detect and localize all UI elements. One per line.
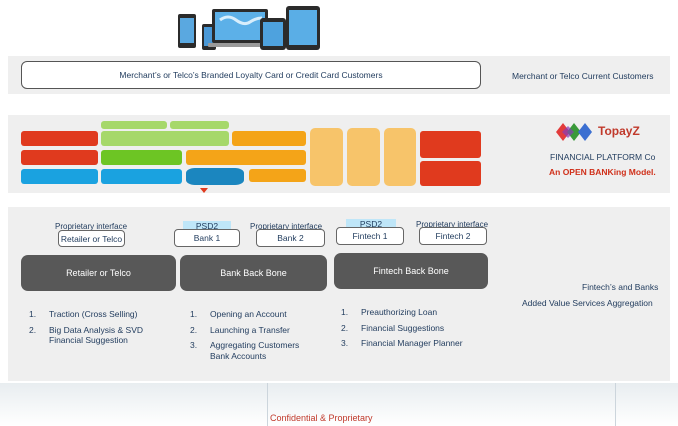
branded-card-customers-box: Merchant’s or Telco’s Branded Loyalty Ca… xyxy=(21,61,481,89)
bank2-interface-tag: Proprietary interface xyxy=(250,222,323,231)
list-item: 2.Financial Suggestions xyxy=(341,322,445,333)
bank-services-list: 1.Opening an Account 2.Launching a Trans… xyxy=(190,309,330,366)
platform-block-red-right-2 xyxy=(420,161,481,186)
platform-block-peach-1 xyxy=(310,128,343,186)
platform-subtitle: An OPEN BANKing Model. xyxy=(549,167,656,177)
retailer-interface-label: Retailer or Telco xyxy=(60,233,123,244)
topayz-brand-name: TopayZ xyxy=(598,124,640,138)
bank-backbone-label: Bank Back Bone xyxy=(220,268,287,278)
retailer-services-list: 1.Traction (Cross Selling) 2.Big Data An… xyxy=(29,309,179,351)
fintech2-interface-box: Fintech 2 xyxy=(419,227,487,245)
list-item: 1.Preauthorizing Loan xyxy=(341,307,438,317)
topayz-logo: TopayZ xyxy=(556,122,666,142)
platform-block-red-2 xyxy=(21,150,98,165)
platform-title: FINANCIAL PLATFORM Co xyxy=(550,152,656,162)
platform-block-blue-2 xyxy=(101,169,182,184)
platform-block-orange-2 xyxy=(186,150,306,165)
retailer-interface-box: Retailer or Telco xyxy=(58,230,125,247)
bank2-interface-box: Bank 2 xyxy=(256,229,325,247)
fintech-backbone-label: Fintech Back Bone xyxy=(373,266,449,276)
confidential-label: Confidential & Proprietary xyxy=(270,413,373,423)
platform-block-green-top-2 xyxy=(170,121,229,129)
fintech-backbone: Fintech Back Bone xyxy=(334,253,488,289)
platform-block-orange-3 xyxy=(249,169,306,182)
bank1-interface-box: Bank 1 xyxy=(174,229,240,247)
list-item: 3.Financial Manager Planner xyxy=(341,338,463,348)
retailer-backbone: Retailer or Telco xyxy=(21,255,176,291)
platform-block-red-1 xyxy=(21,131,98,146)
footer-divider xyxy=(267,383,268,426)
fintech-services-list: 1.Preauthorizing Loan 2.Financial Sugges… xyxy=(341,307,491,354)
fintech1-tag-label: PSD2 xyxy=(359,219,383,229)
topayz-logo-icon xyxy=(556,123,592,141)
devices-illustration-icon xyxy=(176,6,322,52)
platform-block-orange-1 xyxy=(232,131,306,146)
platform-block-red-right-1 xyxy=(420,131,481,158)
side-note-line1: Fintech’s and Banks xyxy=(582,282,659,292)
bank-backbone: Bank Back Bone xyxy=(180,255,327,291)
bank1-tag-label: PSD2 xyxy=(195,221,219,231)
list-item: 2.Launching a Transfer xyxy=(190,324,290,335)
platform-block-green-2 xyxy=(101,150,182,165)
fintech1-interface-label: Fintech 1 xyxy=(352,231,388,241)
footer xyxy=(0,383,678,426)
footer-divider xyxy=(615,383,616,426)
fintech1-psd2-tag: PSD2 xyxy=(346,219,396,229)
platform-block-peach-2 xyxy=(347,128,380,186)
list-item: 1.Traction (Cross Selling) xyxy=(29,309,138,319)
bank1-interface-label: Bank 1 xyxy=(193,233,221,243)
retailer-backbone-label: Retailer or Telco xyxy=(66,268,131,278)
fintech2-interface-label: Fintech 2 xyxy=(435,231,471,241)
bank1-psd2-tag: PSD2 xyxy=(183,221,231,231)
list-item: 1.Opening an Account xyxy=(190,309,287,319)
list-item: 3.Aggregating Customers Bank Accounts xyxy=(190,340,300,361)
current-customers-label: Merchant or Telco Current Customers xyxy=(512,71,654,81)
platform-block-green-top-1 xyxy=(101,121,167,129)
bank2-interface-label: Bank 2 xyxy=(277,233,304,243)
fintech1-interface-box: Fintech 1 xyxy=(336,227,404,245)
fintech2-interface-tag: Proprietary interface xyxy=(416,220,489,229)
side-note-line2: Added Value Services Aggregation xyxy=(522,298,653,308)
platform-block-blue-cylinder xyxy=(186,168,244,185)
arrow-down-icon xyxy=(200,188,208,193)
platform-block-blue-1 xyxy=(21,169,98,184)
list-item: 2.Big Data Analysis & SVD Financial Sugg… xyxy=(29,324,144,346)
retailer-interface-tag: Proprietary interface xyxy=(55,222,128,231)
platform-block-peach-3 xyxy=(384,128,416,186)
platform-block-green-1 xyxy=(101,131,229,146)
branded-card-customers-label: Merchant’s or Telco’s Branded Loyalty Ca… xyxy=(119,70,383,80)
